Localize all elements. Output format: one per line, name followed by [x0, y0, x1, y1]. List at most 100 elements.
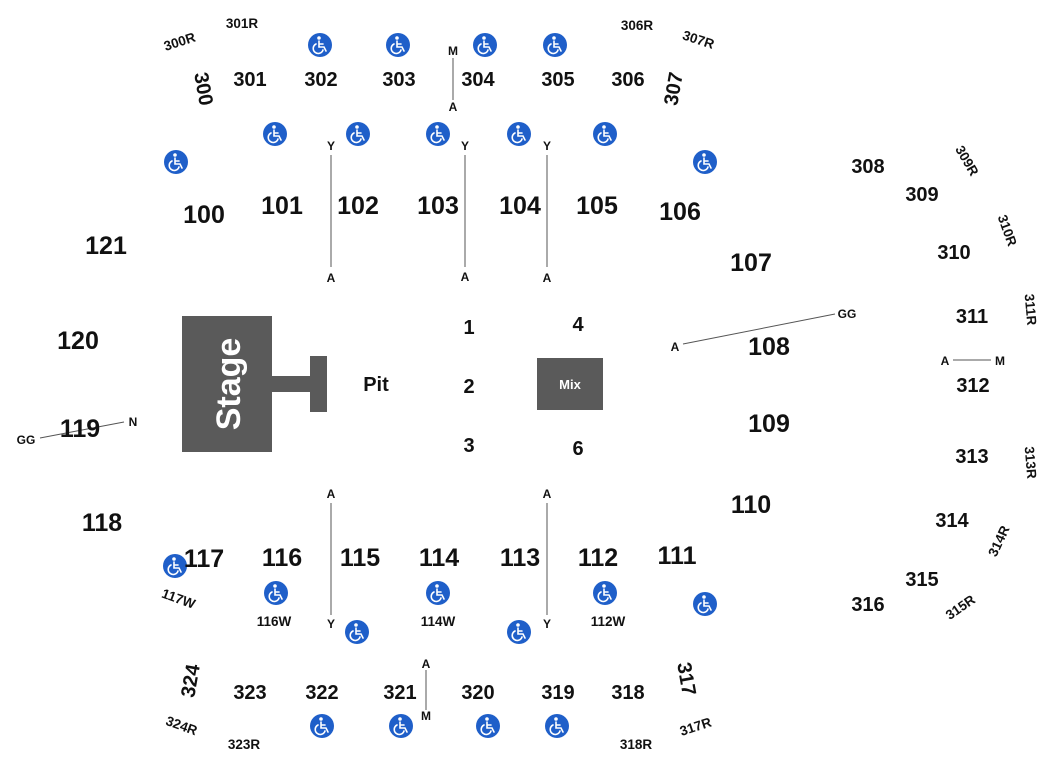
- section-303[interactable]: 303: [382, 69, 415, 91]
- wheelchair-icon[interactable]: [507, 620, 531, 644]
- wheelchair-icon[interactable]: [389, 714, 413, 738]
- wheelchair-icon[interactable]: [426, 122, 450, 146]
- wheelchair-icon[interactable]: [693, 592, 717, 616]
- section-306[interactable]: 306: [611, 69, 644, 91]
- section-106[interactable]: 106: [659, 198, 701, 226]
- section-317r[interactable]: 317R: [678, 715, 714, 739]
- wheelchair-icon[interactable]: [164, 150, 188, 174]
- wheelchair-icon[interactable]: [473, 33, 497, 57]
- section-115[interactable]: 115: [340, 544, 380, 572]
- section-309[interactable]: 309: [905, 184, 938, 206]
- section-313[interactable]: 313: [955, 446, 988, 468]
- section-113[interactable]: 113: [500, 544, 540, 572]
- wheelchair-icon[interactable]: [693, 150, 717, 174]
- section-101[interactable]: 101: [261, 192, 303, 220]
- aisle-letter-gg: GG: [838, 307, 857, 321]
- section-310[interactable]: 310: [937, 242, 970, 264]
- section-306r[interactable]: 306R: [621, 18, 654, 33]
- wheelchair-icon[interactable]: [476, 714, 500, 738]
- section-109[interactable]: 109: [748, 410, 790, 438]
- section-319[interactable]: 319: [541, 682, 574, 704]
- section-308[interactable]: 308: [851, 156, 884, 178]
- section-300r[interactable]: 300R: [162, 30, 198, 54]
- section-110[interactable]: 110: [731, 491, 771, 519]
- section-304[interactable]: 304: [461, 69, 495, 91]
- aisle-letter-a: A: [543, 487, 552, 501]
- section-116w[interactable]: 116W: [257, 614, 292, 629]
- section-120[interactable]: 120: [57, 327, 99, 355]
- section-117w[interactable]: 117W: [160, 586, 198, 612]
- section-117[interactable]: 117: [184, 545, 224, 573]
- section-313r[interactable]: 313R: [1022, 446, 1040, 480]
- section-111[interactable]: 111: [658, 542, 697, 570]
- wheelchair-icon[interactable]: [545, 714, 569, 738]
- wheelchair-icon[interactable]: [163, 554, 187, 578]
- section-312[interactable]: 312: [956, 375, 989, 397]
- section-6[interactable]: 6: [572, 438, 583, 460]
- section-323r[interactable]: 323R: [228, 737, 261, 752]
- section-320[interactable]: 320: [461, 682, 494, 704]
- section-317[interactable]: 317: [672, 661, 699, 698]
- section-112w[interactable]: 112W: [591, 614, 626, 629]
- section-300[interactable]: 300: [189, 71, 216, 108]
- section-311[interactable]: 311: [956, 306, 988, 328]
- section-305[interactable]: 305: [541, 69, 574, 91]
- aisle-letter-a: A: [327, 487, 336, 501]
- wheelchair-icon[interactable]: [345, 620, 369, 644]
- section-2[interactable]: 2: [463, 376, 474, 398]
- wheelchair-icon[interactable]: [263, 122, 287, 146]
- section-316[interactable]: 316: [851, 594, 884, 616]
- section-118[interactable]: 118: [82, 509, 122, 537]
- wheelchair-icon[interactable]: [543, 33, 567, 57]
- section-322[interactable]: 322: [305, 682, 338, 704]
- section-307[interactable]: 307: [660, 71, 687, 108]
- section-321[interactable]: 321: [383, 682, 416, 704]
- section-105[interactable]: 105: [576, 192, 618, 220]
- wheelchair-icon[interactable]: [386, 33, 410, 57]
- section-301r[interactable]: 301R: [226, 16, 259, 31]
- aisle-lines: [39, 58, 991, 710]
- section-114w[interactable]: 114W: [421, 614, 456, 629]
- section-314[interactable]: 314: [935, 510, 969, 532]
- section-324[interactable]: 324: [177, 662, 205, 700]
- wheelchair-icon[interactable]: [308, 33, 332, 57]
- section-103[interactable]: 103: [417, 192, 459, 220]
- section-315r[interactable]: 315R: [943, 592, 978, 623]
- section-302[interactable]: 302: [304, 69, 337, 91]
- wheelchair-icon[interactable]: [593, 122, 617, 146]
- section-315[interactable]: 315: [905, 569, 938, 591]
- wheelchair-icon[interactable]: [264, 581, 288, 605]
- section-1[interactable]: 1: [463, 317, 474, 339]
- section-311r[interactable]: 311R: [1022, 293, 1040, 326]
- section-324r[interactable]: 324R: [164, 713, 200, 738]
- pit-label[interactable]: Pit: [363, 374, 389, 396]
- section-100[interactable]: 100: [183, 201, 225, 229]
- aisle-letter-y: Y: [327, 139, 335, 153]
- section-307r[interactable]: 307R: [681, 28, 717, 52]
- section-4[interactable]: 4: [572, 314, 584, 336]
- section-318[interactable]: 318: [611, 682, 644, 704]
- section-309r[interactable]: 309R: [952, 143, 981, 179]
- section-323[interactable]: 323: [233, 682, 266, 704]
- section-318r[interactable]: 318R: [620, 737, 653, 752]
- section-112[interactable]: 112: [578, 544, 618, 572]
- wheelchair-icon[interactable]: [507, 122, 531, 146]
- section-301[interactable]: 301: [233, 69, 266, 91]
- wheelchair-icon[interactable]: [426, 581, 450, 605]
- wheelchair-icon[interactable]: [310, 714, 334, 738]
- section-116[interactable]: 116: [262, 544, 302, 572]
- section-310r[interactable]: 310R: [995, 213, 1020, 249]
- section-3[interactable]: 3: [463, 435, 474, 457]
- section-121[interactable]: 121: [85, 232, 127, 260]
- stage-runway: [272, 376, 312, 392]
- section-102[interactable]: 102: [337, 192, 379, 220]
- wheelchair-icon[interactable]: [346, 122, 370, 146]
- section-107[interactable]: 107: [730, 249, 772, 277]
- section-114[interactable]: 114: [419, 544, 459, 572]
- section-108[interactable]: 108: [748, 333, 790, 361]
- section-104[interactable]: 104: [499, 192, 541, 220]
- wheelchair-icon[interactable]: [593, 581, 617, 605]
- section-314r[interactable]: 314R: [985, 523, 1012, 559]
- section-119[interactable]: 119: [60, 415, 100, 443]
